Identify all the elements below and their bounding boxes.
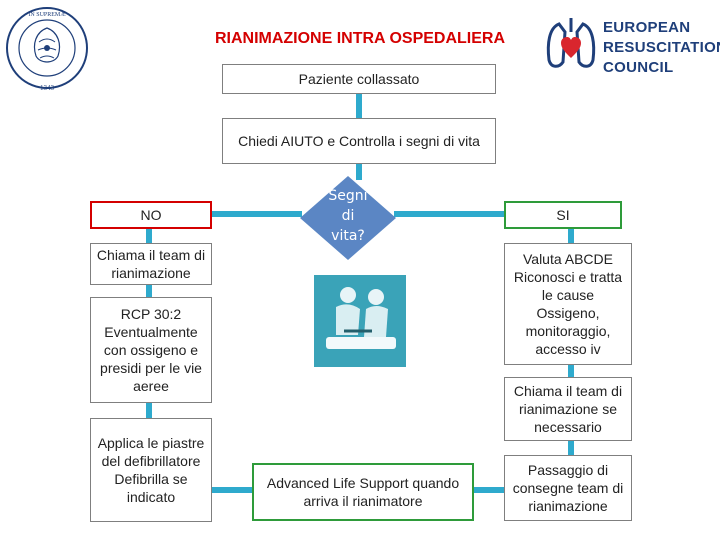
svg-text:IN SUPREMÆ: IN SUPREMÆ xyxy=(28,12,66,18)
erc-logo-line3: COUNCIL xyxy=(603,59,674,76)
university-seal-logo: IN SUPREMÆ 1343 xyxy=(6,7,88,92)
call-help-box: Chiedi AIUTO e Controlla i segni di vita xyxy=(222,118,496,164)
advanced-life-support-box: Advanced Life Support quando arriva il r… xyxy=(252,463,474,521)
connector-als-right xyxy=(474,487,504,493)
connector-no xyxy=(212,211,302,217)
connector-no-column xyxy=(146,226,152,244)
connector-yes xyxy=(394,211,504,217)
erc-logo: EUROPEAN RESUSCITATION COUNCIL xyxy=(545,12,720,82)
connector-no-column-3 xyxy=(146,402,152,420)
connector-yes-column-2 xyxy=(568,364,574,378)
decision-line2: di xyxy=(341,208,355,224)
connector-als-left xyxy=(212,487,252,493)
yes-box: SI xyxy=(504,201,622,229)
connector-yes-column-3 xyxy=(568,440,574,456)
patient-collapsed-box: Paziente collassato xyxy=(222,64,496,94)
decision-line1: Segni xyxy=(328,188,368,204)
erc-logo-line1: EUROPEAN xyxy=(603,19,691,36)
yes-step-handover: Passaggio di consegne team di rianimazio… xyxy=(504,455,632,521)
heart-lungs-icon xyxy=(546,18,596,68)
erc-logo-line2: RESUSCITATION xyxy=(603,39,720,56)
svg-text:1343: 1343 xyxy=(40,84,55,92)
connector-top xyxy=(356,92,362,120)
page-title: RIANIMAZIONE INTRA OSPEDALIERA xyxy=(214,30,506,47)
no-step-cpr: RCP 30:2 Eventualmente con ossigeno e pr… xyxy=(90,297,212,403)
no-box: NO xyxy=(90,201,212,229)
yes-step-assess: Valuta ABCDE Riconosci e tratta le cause… xyxy=(504,243,632,365)
signs-of-life-decision: Segni di vita? xyxy=(300,176,396,260)
resuscitation-team-photo xyxy=(314,275,406,367)
connector-mid xyxy=(356,162,362,180)
decision-line3: vita? xyxy=(331,228,365,244)
connector-no-column-2 xyxy=(146,283,152,299)
connector-yes-column xyxy=(568,226,574,244)
yes-step-call-team: Chiama il team di rianimazione se necess… xyxy=(504,377,632,441)
no-step-call-team: Chiama il team di rianimazione xyxy=(90,243,212,285)
no-step-defibrillate: Applica le piastre del defibrillatore De… xyxy=(90,418,212,522)
